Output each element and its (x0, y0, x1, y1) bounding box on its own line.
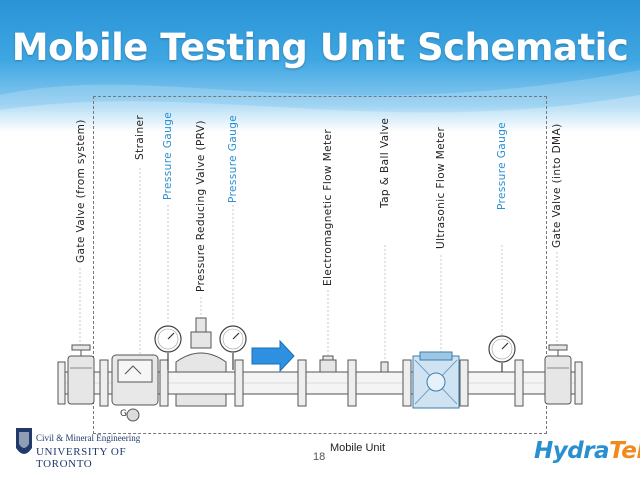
hydratek-logo-part1: Hydra (534, 438, 610, 464)
dept-name: Civil & Mineral Engineering (36, 433, 141, 443)
mobile-unit-caption: Mobile Unit (330, 442, 386, 454)
uoft-crest-icon (16, 428, 32, 454)
mobile-unit-boundary (93, 96, 547, 434)
leader-lines (79, 168, 558, 365)
banner-waves (0, 70, 640, 132)
ultrasonic-flow-meter-icon (412, 351, 460, 409)
pressure-gauge-1-icon (154, 325, 182, 370)
uoft-logo: Civil & Mineral Engineering UNIVERSITY O… (14, 424, 164, 470)
strainer-icon (111, 354, 159, 422)
pressure-gauge-3-icon (488, 335, 516, 372)
tap-ball-valve-icon (380, 361, 389, 373)
title-banner (0, 0, 640, 132)
pipe-flanges (57, 359, 583, 407)
slide-title: Mobile Testing Unit Schematic (11, 26, 629, 69)
electromagnetic-flow-meter-icon (319, 355, 337, 373)
flow-direction-arrow (251, 339, 295, 373)
hydratek-logo: HydraTek (534, 438, 640, 464)
strainer-mark: G (120, 409, 127, 419)
page-number: 18 (313, 451, 326, 463)
prv-icon (175, 317, 227, 407)
gate-valve-from-system-icon (67, 344, 95, 405)
university-name: UNIVERSITY OF TORONTO (36, 446, 127, 470)
gate-valve-into-dma-icon (544, 344, 572, 405)
hydratek-logo-part2: Tek (609, 438, 640, 464)
pressure-gauge-2-icon (219, 325, 247, 370)
